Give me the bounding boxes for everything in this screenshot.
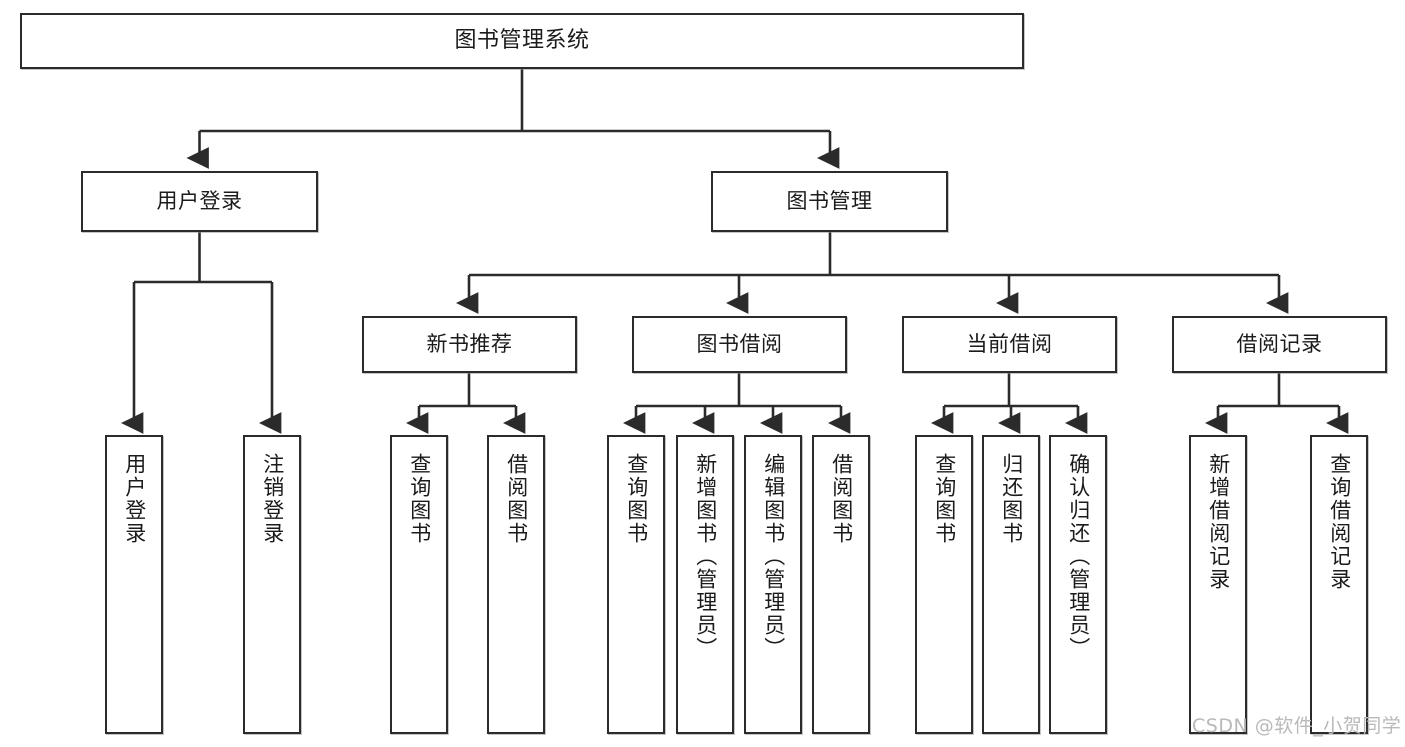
leaf-node-label: 查询借阅记录 bbox=[1327, 453, 1352, 591]
leaf-node[interactable]: 借阅图书 bbox=[487, 435, 545, 734]
leaf-node-label: 查询图书 bbox=[624, 453, 649, 545]
leaf-node-label: 查询图书 bbox=[407, 453, 432, 545]
leaf-node-label: 新增借阅记录 bbox=[1206, 453, 1231, 591]
leaf-node-label: 确认归还（管理员） bbox=[1066, 453, 1091, 660]
leaf-node[interactable]: 用户登录 bbox=[105, 435, 163, 734]
node-level2-borrow-record[interactable]: 借阅记录 bbox=[1172, 316, 1387, 373]
node-level1-user-login[interactable]: 用户登录 bbox=[81, 171, 318, 232]
leaf-node[interactable]: 注销登录 bbox=[243, 435, 301, 734]
leaf-node-label: 新增图书（管理员） bbox=[693, 453, 718, 660]
node-root-label: 图书管理系统 bbox=[454, 28, 590, 54]
node-level2-new-book-recommend[interactable]: 新书推荐 bbox=[362, 316, 577, 373]
node-level1-user-login-label: 用户登录 bbox=[156, 189, 243, 214]
leaf-node[interactable]: 编辑图书（管理员） bbox=[744, 435, 802, 734]
leaf-node[interactable]: 查询图书 bbox=[607, 435, 665, 734]
leaf-node[interactable]: 查询图书 bbox=[915, 435, 973, 734]
node-level2-current-borrow-label: 当前借阅 bbox=[966, 332, 1053, 357]
node-level1-book-management-label: 图书管理 bbox=[786, 189, 873, 214]
csdn-watermark: CSDN @软件_小贺同学 bbox=[1192, 715, 1402, 737]
node-level2-current-borrow[interactable]: 当前借阅 bbox=[902, 316, 1117, 373]
leaf-node[interactable]: 确认归还（管理员） bbox=[1049, 435, 1107, 734]
node-level2-new-book-recommend-label: 新书推荐 bbox=[426, 332, 513, 357]
node-root[interactable]: 图书管理系统 bbox=[20, 13, 1024, 69]
node-level2-borrow-record-label: 借阅记录 bbox=[1236, 332, 1323, 357]
leaf-node-label: 注销登录 bbox=[260, 453, 285, 545]
leaf-node[interactable]: 借阅图书 bbox=[812, 435, 870, 734]
node-level2-book-borrow[interactable]: 图书借阅 bbox=[632, 316, 847, 373]
leaf-node-label: 用户登录 bbox=[122, 453, 147, 545]
leaf-node[interactable]: 查询图书 bbox=[390, 435, 448, 734]
leaf-node[interactable]: 归还图书 bbox=[982, 435, 1040, 734]
leaf-node[interactable]: 新增图书（管理员） bbox=[676, 435, 734, 734]
leaf-node-label: 查询图书 bbox=[932, 453, 957, 545]
leaf-node[interactable]: 查询借阅记录 bbox=[1310, 435, 1368, 734]
node-level1-book-management[interactable]: 图书管理 bbox=[711, 171, 948, 232]
node-level2-book-borrow-label: 图书借阅 bbox=[696, 332, 783, 357]
leaf-node-label: 借阅图书 bbox=[829, 453, 854, 545]
leaf-node-label: 借阅图书 bbox=[504, 453, 529, 545]
leaf-node-label: 归还图书 bbox=[999, 453, 1024, 545]
leaf-node[interactable]: 新增借阅记录 bbox=[1189, 435, 1247, 734]
leaf-node-label: 编辑图书（管理员） bbox=[761, 453, 786, 660]
